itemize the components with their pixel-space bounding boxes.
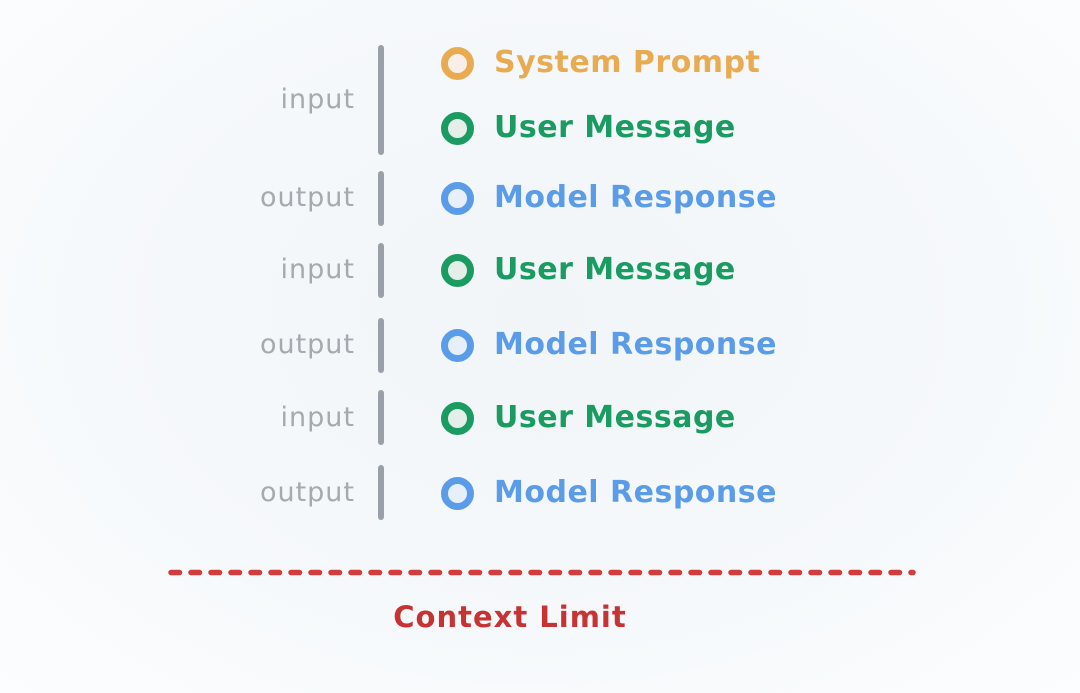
item-model-response: Model Response	[441, 471, 777, 515]
circle-outline-icon	[441, 111, 474, 145]
circle-outline-icon	[441, 401, 474, 435]
circle-outline-icon	[441, 253, 474, 287]
item-user-message: User Message	[441, 106, 736, 150]
side-label-output-2: output	[259, 329, 355, 360]
item-system-prompt: System Prompt	[441, 41, 760, 85]
bracket-bar-output-2	[378, 318, 384, 373]
item-user-message: User Message	[441, 396, 736, 440]
item-label: User Message	[494, 400, 736, 435]
side-label-output-1: output	[259, 182, 355, 213]
item-model-response: Model Response	[441, 323, 777, 367]
side-label-input-1: input	[280, 84, 355, 115]
side-label-input-3: input	[280, 402, 355, 433]
side-label-output-3: output	[259, 477, 355, 508]
item-label: Model Response	[494, 327, 777, 362]
bracket-bar-output-3	[378, 465, 384, 520]
bracket-bar-input-1	[378, 45, 384, 155]
bracket-bar-input-2	[378, 243, 384, 298]
bracket-bar-output-1	[378, 171, 384, 226]
circle-outline-icon	[441, 328, 474, 362]
context-limit-label: Context Limit	[393, 600, 627, 634]
context-limit-line	[168, 569, 916, 576]
item-label: User Message	[494, 110, 736, 145]
circle-outline-icon	[441, 46, 474, 80]
circle-outline-icon	[441, 181, 474, 215]
item-label: System Prompt	[494, 45, 761, 80]
item-label: Model Response	[494, 475, 777, 510]
circle-outline-icon	[441, 476, 474, 510]
bracket-bar-input-3	[378, 390, 384, 445]
item-user-message: User Message	[441, 248, 736, 292]
side-label-input-2: input	[280, 254, 355, 285]
item-label: User Message	[494, 252, 736, 287]
item-model-response: Model Response	[441, 176, 777, 220]
item-label: Model Response	[494, 180, 777, 215]
